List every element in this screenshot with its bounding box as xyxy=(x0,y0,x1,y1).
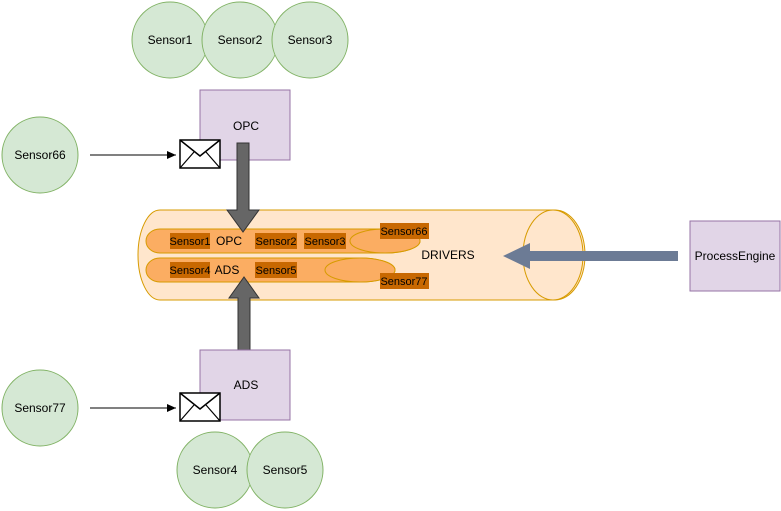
process-engine-label: ProcessEngine xyxy=(695,249,776,263)
ads-tag-sensor77-label: Sensor77 xyxy=(380,276,427,288)
drivers-label: DRIVERS xyxy=(421,248,474,262)
bottom-sensor-group: Sensor4 Sensor5 xyxy=(176,431,324,509)
opc-tag-sensor2-label: Sensor2 xyxy=(256,236,297,248)
sensor4-label: Sensor4 xyxy=(193,463,238,477)
envelope-icon xyxy=(179,139,221,169)
sensor66-label: Sensor66 xyxy=(14,148,66,162)
opc-tag-sensor3-label: Sensor3 xyxy=(305,236,346,248)
opc-box-label: OPC xyxy=(233,119,259,133)
ads-tag-sensor77 xyxy=(380,273,429,289)
opc-channel[interactable]: Sensor1 OPC Sensor2 Sensor3 Sensor66 xyxy=(145,223,429,254)
sensor5-node[interactable] xyxy=(246,431,324,509)
opc-to-drivers-arrow xyxy=(226,142,260,233)
process-engine-arrow xyxy=(503,243,678,269)
opc-tag-sensor1-label: Sensor1 xyxy=(170,236,211,248)
ads-channel-label: ADS xyxy=(215,263,240,277)
process-engine-box[interactable]: ProcessEngine xyxy=(689,220,781,292)
opc-channel-label: OPC xyxy=(216,234,242,248)
sensor66-node[interactable]: Sensor66 xyxy=(1,116,79,194)
opc-tag-sensor66 xyxy=(380,223,429,239)
ads-channel[interactable]: Sensor4 ADS Sensor5 Sensor77 xyxy=(145,257,429,289)
ads-tag-sensor5 xyxy=(255,262,297,278)
ads-tag-sensor4-label: Sensor4 xyxy=(170,265,211,277)
ads-tag-sensor4 xyxy=(170,262,210,278)
envelope-icon xyxy=(179,392,221,422)
ads-box-label: ADS xyxy=(234,378,259,392)
sensor3-label: Sensor3 xyxy=(288,33,333,47)
opc-tag-sensor1 xyxy=(170,233,210,249)
opc-tag-sensor3 xyxy=(304,233,346,249)
sensor2-label: Sensor2 xyxy=(218,33,263,47)
ads-tag-sensor5-label: Sensor5 xyxy=(256,265,297,277)
sensor3-node[interactable] xyxy=(271,1,349,79)
sensor1-label: Sensor1 xyxy=(148,33,193,47)
sensor5-label: Sensor5 xyxy=(263,463,308,477)
sensor77-label: Sensor77 xyxy=(14,401,66,415)
opc-tag-sensor66-label: Sensor66 xyxy=(380,226,427,238)
top-sensor-group: Sensor1 Sensor2 Sensor3 xyxy=(131,1,349,79)
sensor77-node[interactable]: Sensor77 xyxy=(1,369,79,447)
opc-tag-sensor2 xyxy=(255,233,297,249)
